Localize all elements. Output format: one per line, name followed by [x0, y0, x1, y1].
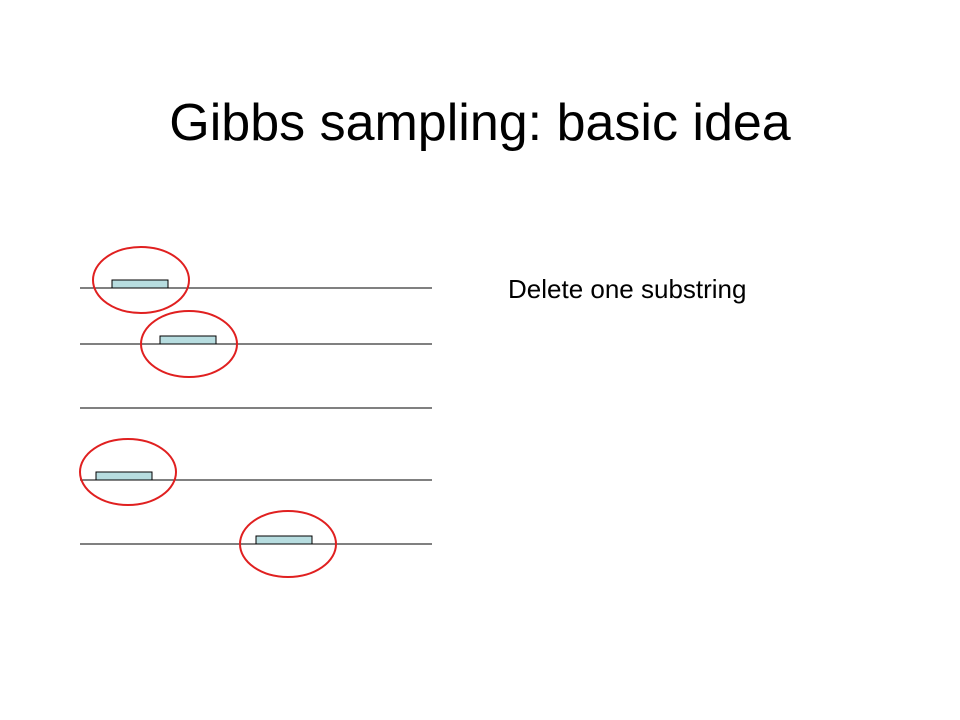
highlight-circle-4: [79, 438, 177, 506]
substring-4: [95, 471, 153, 481]
slide-caption: Delete one substring: [508, 274, 747, 304]
substring-1: [111, 279, 169, 289]
substring-2: [159, 335, 217, 345]
highlight-circle-1: [92, 246, 190, 314]
highlight-circle-5: [239, 510, 337, 578]
slide-title: Gibbs sampling: basic idea: [169, 94, 791, 152]
substring-5: [255, 535, 313, 545]
highlight-circle-2: [140, 310, 238, 378]
